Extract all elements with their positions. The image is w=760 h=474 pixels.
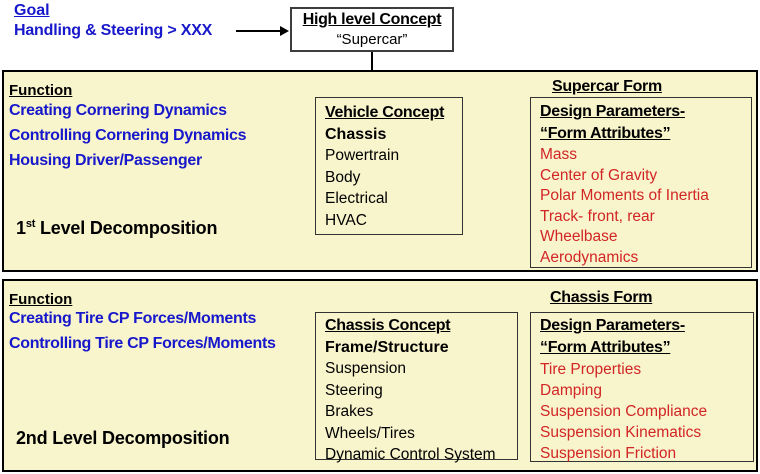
chassis-concept-item: Wheels/Tires (325, 424, 415, 442)
concept-box-title: High level Concept (302, 11, 442, 28)
level-decomposition-label: 1st Level Decomposition (16, 218, 217, 239)
form-attribute-item: Suspension Friction (540, 445, 677, 462)
level-number: 1 (16, 218, 26, 238)
vehicle-concept-item: Powertrain (325, 147, 400, 164)
form-attribute-item: Suspension Kinematics (540, 424, 702, 441)
second-level-decomposition-panel: Function Creating Tire CP Forces/Moments… (2, 279, 758, 472)
form-attributes-header: “Form Attributes” (540, 339, 671, 356)
goal-label: Goal (14, 2, 50, 19)
concept-to-panel-connector (371, 52, 373, 70)
form-attribute-item: Suspension Compliance (540, 403, 708, 420)
chassis-concept-highlight: Frame/Structure (325, 339, 449, 356)
vehicle-concept-highlight: Chassis (325, 126, 387, 143)
form-attribute-item: Track- front, rear (540, 207, 655, 225)
goal-to-concept-arrow-head (280, 26, 289, 36)
form-attribute-item: Damping (540, 382, 603, 399)
high-level-concept-box: High level Concept “Supercar” (290, 7, 454, 52)
goal-to-concept-arrow-line (236, 30, 282, 32)
chassis-concept-box: Chassis Concept Frame/Structure Suspensi… (315, 312, 518, 463)
function-item: Controlling Tire CP Forces/Moments (9, 335, 276, 352)
function-label: Function (9, 291, 73, 308)
vehicle-concept-box: Vehicle Concept Chassis Powertrain Body … (315, 97, 463, 235)
first-level-decomposition-panel: Function Creating Cornering Dynamics Con… (2, 70, 758, 272)
form-attribute-item: Wheelbase (540, 228, 618, 245)
chassis-concept-item: Suspension (325, 360, 407, 377)
form-attribute-item: Mass (540, 146, 578, 163)
form-attribute-item: Tire Properties (540, 361, 642, 378)
form-attributes-header: “Form Attributes” (540, 125, 671, 142)
level-ordinal-suffix: st (25, 218, 36, 230)
function-item: Controlling Cornering Dynamics (9, 127, 247, 144)
level-decomposition-label: 2nd Level Decomposition (16, 428, 230, 448)
function-item: Creating Cornering Dynamics (9, 102, 227, 119)
chassis-design-parameters-box: Design Parameters- “Form Attributes” Tir… (530, 312, 754, 462)
form-attribute-item: Aerodynamics (540, 248, 639, 266)
goal-statement: Handling & Steering > XXX (14, 22, 213, 39)
chassis-concept-item: Steering (325, 381, 383, 399)
chassis-concept-title: Chassis Concept (325, 317, 451, 334)
form-attribute-item: Polar Moments of Inertia (540, 187, 709, 204)
supercar-design-parameters-box: Design Parameters- “Form Attributes” Mas… (530, 97, 752, 268)
chassis-concept-item: Brakes (325, 403, 374, 420)
concept-box-value: “Supercar” (336, 31, 408, 48)
level-label-text: Level Decomposition (35, 218, 218, 238)
design-parameters-header: Design Parameters- (540, 317, 685, 334)
vehicle-concept-item: Body (325, 168, 361, 186)
function-item: Creating Tire CP Forces/Moments (9, 310, 257, 327)
supercar-form-title: Supercar Form (552, 78, 662, 95)
design-parameters-header: Design Parameters- (540, 103, 685, 120)
vehicle-concept-item: Electrical (325, 190, 388, 207)
function-item: Housing Driver/Passenger (9, 152, 202, 169)
vehicle-concept-item: HVAC (325, 211, 367, 229)
function-label: Function (9, 82, 73, 99)
chassis-form-title: Chassis Form (550, 289, 653, 306)
form-attribute-item: Center of Gravity (540, 166, 658, 184)
vehicle-concept-title: Vehicle Concept (325, 104, 445, 121)
chassis-concept-item: Dynamic Control System (325, 446, 496, 463)
